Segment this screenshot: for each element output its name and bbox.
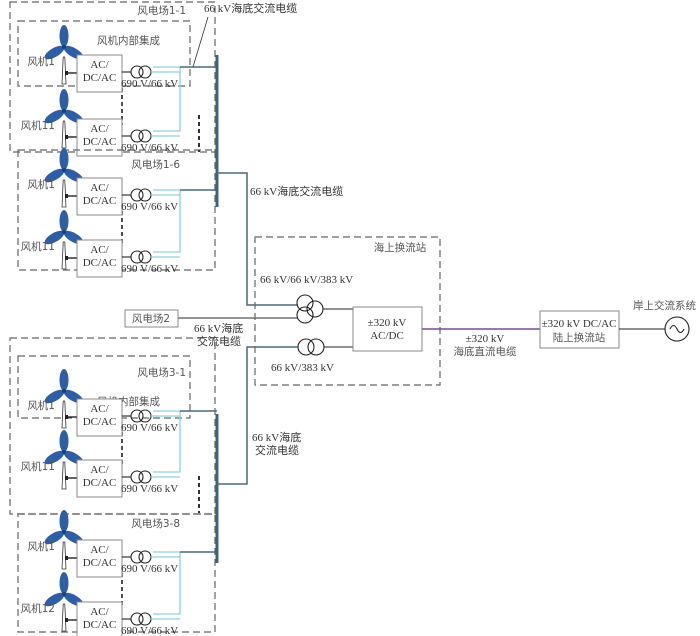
dc-cable-label-1: ±320 kV: [466, 333, 505, 345]
turbine-label: 风机11: [21, 460, 55, 473]
top-cable-label: 66 kV海底交流电缆: [204, 1, 297, 15]
transformer-rating-label: 690 V/66 kV: [121, 625, 178, 636]
wind-farm-2-label: 风电场2: [132, 312, 170, 325]
ac-dc-ac-converter-box: [76, 539, 123, 578]
converter-label: AC/: [90, 544, 109, 556]
offshore-station-label: 海上换流站: [374, 241, 427, 254]
dc-cable-label-2: 海底直流电缆: [454, 345, 517, 358]
converter-label: AC/: [90, 403, 109, 415]
ac-grid-source-icon: [664, 316, 690, 342]
turbine-label: 风机1: [27, 540, 55, 553]
transformer-icon: [130, 65, 152, 79]
wind-turbine-icon: [44, 572, 84, 632]
offshore-converter-box: [352, 306, 423, 352]
transformer-rating-label: 690 V/66 kV: [121, 78, 178, 90]
wind-farm-frame: [17, 149, 216, 271]
lower-feeder-cable: [217, 346, 298, 485]
converter-label: DC/AC: [83, 136, 117, 148]
three-winding-transformer-icon: [296, 294, 324, 324]
converter-label: DC/AC: [83, 619, 117, 631]
turbine-label: 风机11: [21, 119, 55, 132]
converter-label: DC/AC: [83, 195, 117, 207]
transformer-rating-label: 690 V/66 kV: [121, 142, 178, 154]
cable-leader-line: [192, 16, 209, 68]
wind-farm-label: 风电场1-1: [137, 4, 186, 17]
offshore-station-frame: [254, 236, 441, 386]
turbine-label: 风机1: [27, 399, 55, 412]
onshore-grid-label: 岸上交流系统: [633, 299, 696, 312]
transformer-rating-label: 690 V/66 kV: [121, 563, 178, 575]
onshore-converter-label-2: 陆上换流站: [553, 331, 606, 344]
transformer-icon: [130, 188, 152, 202]
onshore-converter-label-1: ±320 kV DC/AC: [542, 318, 617, 330]
three-winding-label: 66 kV/66 kV/383 kV: [260, 274, 353, 286]
collector-cable: [153, 551, 181, 615]
ac-dc-ac-converter-box: [76, 398, 123, 437]
wind-turbine-icon: [44, 89, 84, 149]
collector-cable: [153, 410, 181, 473]
converter-label: AC/: [90, 59, 109, 71]
turbine-integration-label: 风机内部集成: [97, 34, 160, 47]
transformer-icon: [130, 409, 152, 423]
turbine-label: 风机12: [21, 602, 55, 615]
ac-dc-ac-converter-box: [76, 177, 123, 216]
collector-cable: [153, 66, 181, 132]
offshore-converter-label-1: ±320 kV: [368, 317, 407, 329]
offshore-converter-label-2: AC/DC: [370, 330, 404, 342]
converter-label: AC/: [90, 606, 109, 618]
converter-label: DC/AC: [83, 477, 117, 489]
wind-farm-label: 风电场3-8: [131, 517, 180, 530]
ac-dc-ac-converter-box: [76, 459, 123, 498]
transformer-icon: [130, 250, 152, 264]
converter-label: AC/: [90, 244, 109, 256]
farm2-cable-label-1: 66 kV海底: [194, 321, 243, 335]
transformer-rating-label: 690 V/66 kV: [121, 483, 178, 495]
wind-farm-label: 风电场3-1: [137, 366, 186, 379]
turbine-label: 风机1: [27, 55, 55, 68]
bottom-cable-label-1: 66 kV海底: [252, 430, 301, 444]
collector-cable: [153, 189, 181, 253]
ac-dc-ac-converter-box: [76, 54, 123, 93]
bottom-cable-label-2: 交流电缆: [255, 443, 299, 457]
transformer-rating-label: 690 V/66 kV: [121, 263, 178, 275]
wind-turbine-icon: [44, 430, 84, 490]
farm2-cable-label-2: 交流电缆: [197, 334, 241, 348]
mid-cable-label: 66 kV海底交流电缆: [250, 184, 343, 198]
converter-label: DC/AC: [83, 257, 117, 269]
converter-label: DC/AC: [83, 416, 117, 428]
converter-label: AC/: [90, 464, 109, 476]
turbine-label: 风机1: [27, 178, 55, 191]
two-winding-label: 66 kV/383 kV: [271, 362, 334, 374]
two-winding-transformer-icon: [297, 338, 325, 356]
converter-label: DC/AC: [83, 557, 117, 569]
wind-farm-2-box: [124, 309, 179, 328]
transformer-rating-label: 690 V/66 kV: [121, 201, 178, 213]
transformer-icon: [130, 612, 152, 626]
transformer-icon: [130, 470, 152, 484]
transformer-rating-label: 690 V/66 kV: [121, 422, 178, 434]
converter-label: DC/AC: [83, 72, 117, 84]
wind-farm-label: 风电场1-6: [131, 158, 180, 171]
ac-dc-ac-converter-box: [76, 601, 123, 636]
converter-label: AC/: [90, 123, 109, 135]
ac-dc-ac-converter-box: [76, 239, 123, 278]
turbine-label: 风机11: [21, 240, 55, 253]
wind-farm-frame: [9, 337, 216, 515]
transformer-icon: [130, 129, 152, 143]
upper-feeder-cable: [217, 172, 298, 306]
transformer-icon: [130, 550, 152, 564]
onshore-converter-box: [539, 310, 620, 349]
converter-label: AC/: [90, 182, 109, 194]
